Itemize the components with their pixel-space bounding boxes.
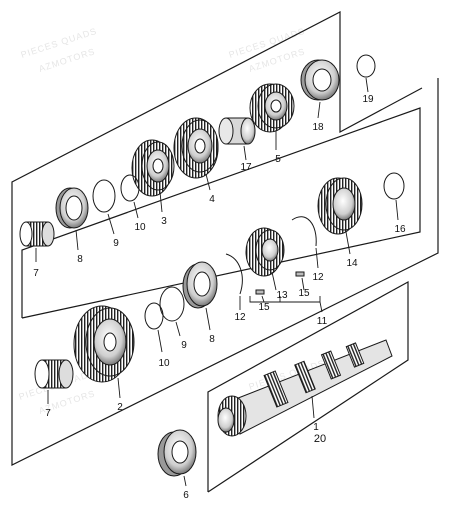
assembly-frames [11,11,439,493]
shaft-frame [207,280,409,493]
callout-1: 1 [313,422,319,433]
gear-4 [173,117,219,191]
gear-5 [249,83,295,150]
needle-bearing-7-upper [19,221,55,262]
sleeve-13 [245,227,285,291]
gear-14 [317,177,363,255]
washer-10-upper [120,174,140,219]
middle-frame [21,107,421,319]
callout-8-lower: 8 [209,334,215,345]
ring-9-upper [92,179,116,235]
callout-5: 5 [275,154,281,165]
callout-labels: 19 18 5 17 4 3 10 9 8 7 16 14 12 15 13 1… [33,94,406,501]
callout-7-upper: 7 [33,268,39,279]
callout-13: 13 [276,290,288,301]
callout-9-lower: 9 [181,340,187,351]
callout-14: 14 [346,258,358,269]
ring-9-lower [159,286,185,337]
pin-15-b [255,289,265,303]
circlip-19 [356,54,376,93]
callout-18: 18 [312,122,324,133]
callout-19: 19 [362,94,374,105]
spring-12-right [291,216,319,269]
gear-2 [73,305,135,399]
bearing-8-upper [55,187,89,251]
gear-3 [131,139,175,213]
upper-frame [11,11,423,228]
bushing-17 [218,117,256,161]
washer-10-lower [144,302,164,353]
callout-2: 2 [117,402,123,413]
callout-10-lower: 10 [158,358,170,369]
callout-17: 17 [240,162,252,173]
bracket-11 [249,296,323,313]
callout-8-upper: 8 [77,254,83,265]
callout-10-upper: 10 [134,222,146,233]
callout-11: 11 [317,316,328,327]
callout-3: 3 [161,216,167,227]
needle-bearing-7-lower [34,359,74,404]
circlip-16 [383,172,405,221]
callout-7-lower: 7 [45,408,51,419]
callout-9-upper: 9 [113,238,119,249]
callout-12-left: 12 [234,312,246,323]
outer-frame [11,78,439,466]
callout-15-right: 15 [298,288,310,299]
callout-12-right: 12 [312,272,324,283]
bearing-6 [157,429,197,487]
bearing-8-lower [182,261,218,331]
bearing-18 [300,59,340,119]
callout-16: 16 [394,224,406,235]
callout-20: 20 [314,433,326,445]
callout-4: 4 [209,194,215,205]
spring-12-left [225,253,243,310]
pin-15-a [295,271,305,291]
callout-6: 6 [183,490,189,501]
callout-15-left: 15 [258,302,270,313]
main-shaft-1 [217,339,393,437]
